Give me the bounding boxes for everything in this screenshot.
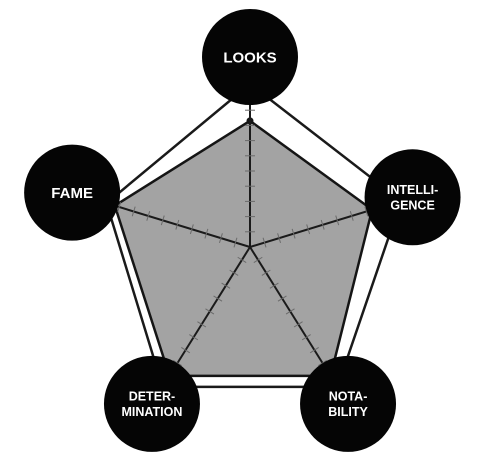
axis-label-fame: FAME	[51, 185, 93, 202]
label-circle-intelligence	[364, 149, 461, 246]
axis-label-intelligence-line-1: INTELLI-	[387, 183, 438, 197]
tick-fame-9	[117, 202, 122, 212]
tick-notability-8	[309, 347, 319, 354]
axis-label-determination-line-1: DETER-	[129, 390, 176, 404]
tick-notability-5	[285, 308, 295, 315]
tick-determination-7	[189, 334, 199, 341]
tick-fame-7	[146, 210, 151, 221]
label-circle-notability	[300, 355, 397, 452]
tick-determination-2	[229, 269, 239, 276]
tick-notability-7	[301, 334, 311, 341]
tick-intelligence-2	[277, 233, 282, 244]
tick-fame-8	[131, 206, 136, 217]
tick-fame-4	[189, 224, 194, 235]
tick-intelligence-3	[291, 228, 296, 239]
tick-notability-6	[293, 321, 303, 328]
tick-determination-6	[197, 321, 207, 328]
tick-notability-3	[269, 282, 279, 289]
axis-label-looks: LOOKS	[223, 49, 276, 66]
tick-determination-9	[173, 359, 183, 367]
tick-intelligence-8	[364, 206, 369, 217]
tick-determination-3	[221, 282, 231, 289]
tick-fame-1	[233, 237, 238, 248]
axis-label-intelligence-line-2: GENCE	[390, 199, 434, 213]
tick-determination-4	[213, 295, 223, 302]
tick-fame-2	[218, 233, 223, 244]
tick-intelligence-5	[320, 219, 325, 230]
tick-intelligence-1	[262, 237, 267, 248]
tick-determination-5	[205, 308, 215, 315]
radar-data-area	[113, 119, 374, 378]
tick-fame-6	[160, 215, 165, 226]
tick-notability-1	[253, 256, 263, 263]
tick-intelligence-7	[349, 210, 354, 221]
axis-label-determination-line-2: MINATION	[122, 405, 183, 419]
tick-intelligence-4	[306, 224, 311, 235]
axis-label-notability-line-2: BILITY	[328, 405, 368, 419]
tick-determination-8	[181, 347, 191, 354]
label-circle-looks	[202, 9, 298, 105]
tick-fame-5	[175, 219, 180, 230]
tick-determination-1	[237, 256, 247, 263]
axis-label-notability-line-1: NOTA-	[329, 390, 368, 404]
tick-intelligence-6	[335, 215, 340, 226]
tick-notability-9	[317, 359, 327, 367]
label-circle-fame	[24, 144, 121, 241]
tick-notability-4	[277, 295, 287, 302]
label-circle-determination	[103, 355, 200, 452]
tick-notability-2	[261, 269, 271, 276]
tick-fame-3	[204, 228, 209, 239]
